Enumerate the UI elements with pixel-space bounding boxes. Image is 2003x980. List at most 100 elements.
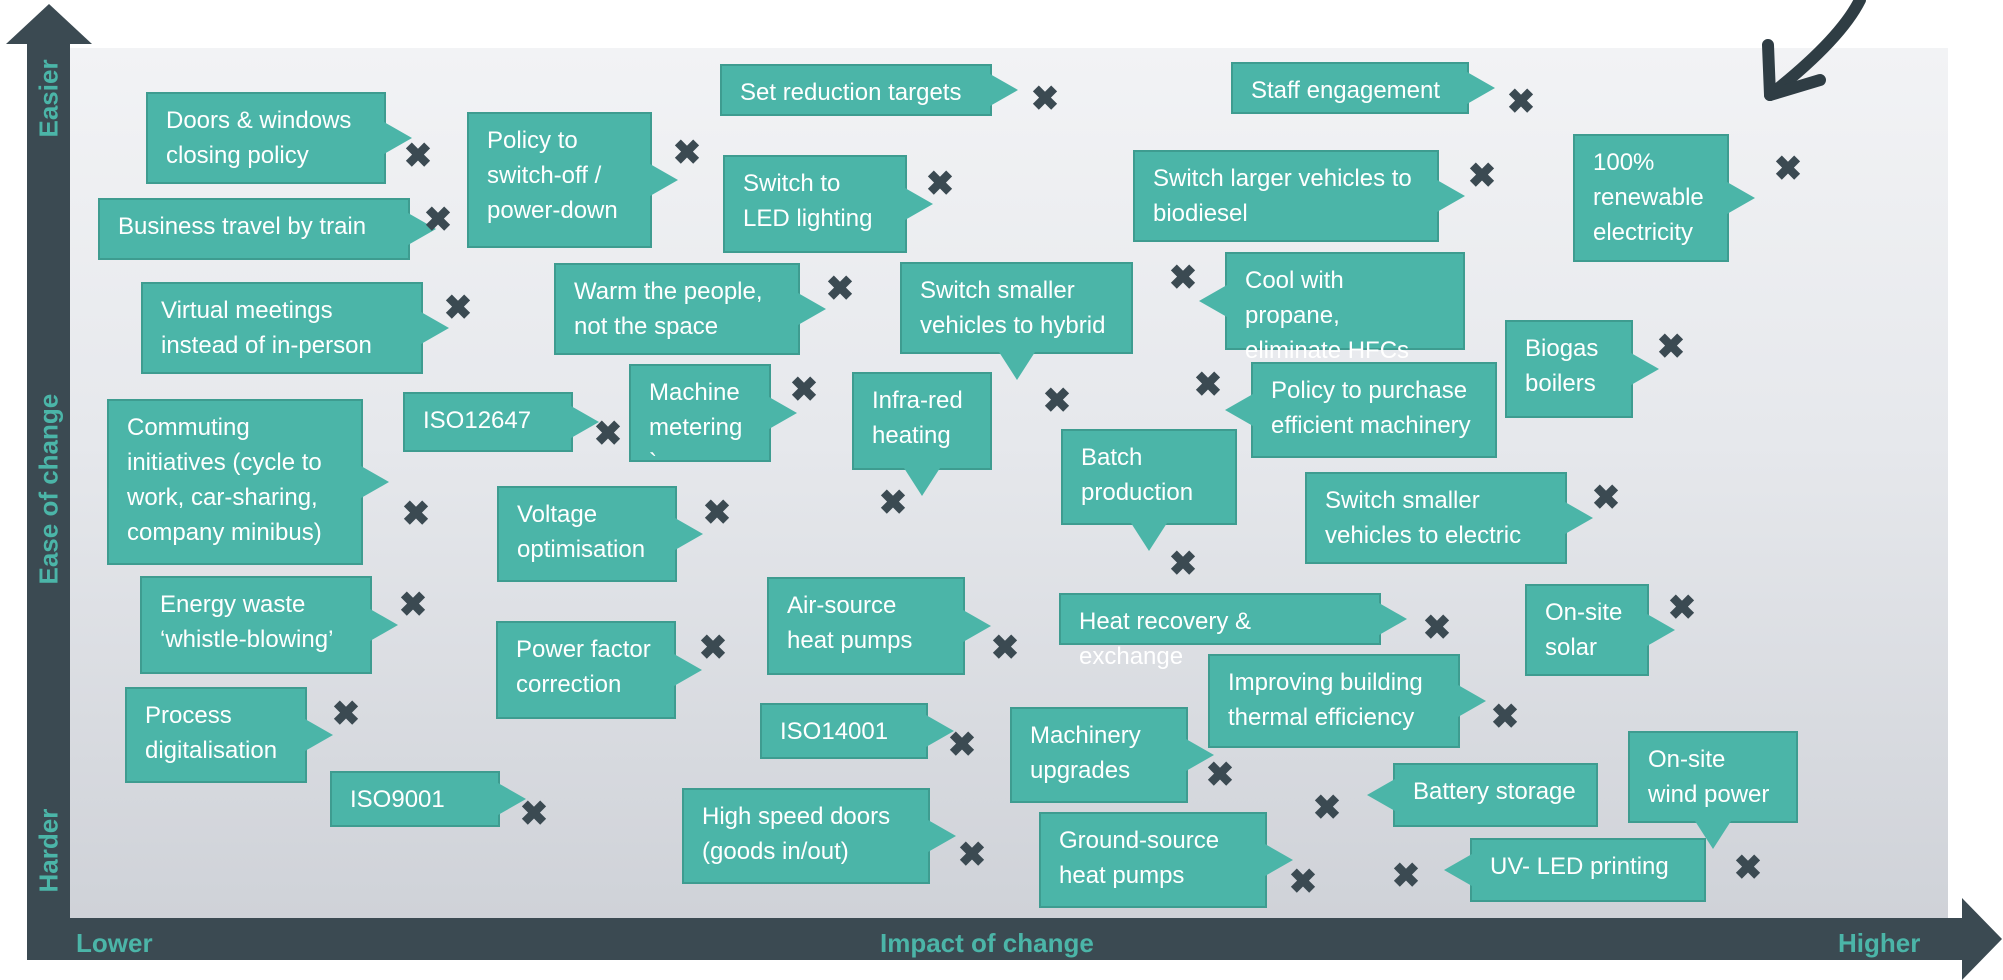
callout-infra-red: Infra-red heating (852, 372, 992, 496)
callout-machine-metering: Machine metering ` (629, 364, 797, 476)
callout-pointer (798, 293, 826, 325)
y-axis-top-label: Easier (33, 59, 64, 138)
callout-doors-windows: Doors & windows closing policy (146, 92, 412, 184)
x-mark-icon: ✖ (702, 494, 732, 532)
callout-batch-production: Batch production (1061, 429, 1237, 551)
callout-policy-machinery: Policy to purchase efficient machinery (1225, 362, 1497, 458)
callout-voltage: Voltage optimisation (497, 486, 703, 582)
x-mark-icon: ✖ (1490, 698, 1520, 736)
x-mark-icon: ✖ (423, 201, 453, 239)
x-mark-icon: ✖ (331, 695, 361, 733)
callout-onsite-wind: On-site wind power (1628, 731, 1798, 849)
callout-pointer (1647, 614, 1675, 646)
callout-biogas-boilers: Biogas boilers (1505, 320, 1659, 418)
callout-pointer (1458, 685, 1486, 717)
callout-business-travel: Business travel by train (98, 198, 436, 260)
callout-set-reduction: Set reduction targets (720, 64, 1018, 116)
callout-power-factor: Power factor correction (496, 621, 702, 719)
callout-pointer (990, 74, 1018, 106)
curved-arrow-icon (1762, 0, 1866, 101)
callout-battery-storage: Battery storage (1367, 763, 1598, 827)
x-mark-icon: ✖ (1312, 789, 1342, 827)
callout-led-lighting: Switch to LED lighting (723, 155, 933, 253)
callout-heat-recovery: Heat recovery & exchange (1059, 593, 1407, 670)
x-mark-icon: ✖ (593, 415, 623, 453)
x-mark-icon: ✖ (443, 289, 473, 327)
callout-pointer (1437, 180, 1465, 212)
callout-thermal-efficiency: Improving building thermal efficiency (1208, 654, 1486, 748)
x-mark-icon: ✖ (1391, 857, 1421, 895)
callout-pointer (1367, 779, 1395, 811)
callout-pointer (1225, 394, 1253, 426)
x-axis-right-label: Higher (1838, 928, 1921, 958)
x-mark-icon: ✖ (1042, 382, 1072, 420)
x-mark-icon: ✖ (401, 495, 431, 533)
callout-pointer (905, 188, 933, 220)
callout-policy-switch-off: Policy to switch-off / power-down (467, 112, 678, 248)
callout-staff-engagement: Staff engagement (1231, 62, 1495, 114)
x-mark-icon: ✖ (947, 726, 977, 764)
callout-pointer (1444, 854, 1472, 886)
callout-pointer (1565, 502, 1593, 534)
x-mark-icon: ✖ (1205, 756, 1235, 794)
callout-pointer (769, 397, 797, 429)
callout-pointer (926, 715, 954, 747)
callout-renewable-electricity: 100% renewable electricity (1573, 134, 1755, 262)
callout-high-speed-doors: High speed doors (goods in/out) (682, 788, 956, 884)
callout-pointer (963, 610, 991, 642)
x-mark-icon: ✖ (698, 629, 728, 667)
x-mark-icon: ✖ (398, 586, 428, 624)
callout-air-source: Air-source heat pumps (767, 577, 991, 675)
callout-energy-waste: Energy waste ‘whistle-blowing’ (140, 576, 398, 674)
callout-iso12647: ISO12647 (403, 392, 599, 452)
callout-virtual-meetings: Virtual meetings instead of in-person (141, 282, 449, 374)
callout-pointer (1631, 353, 1659, 385)
callout-pointer (370, 609, 398, 641)
callout-pointer (1265, 844, 1293, 876)
x-axis-title: Impact of change (880, 928, 1094, 958)
callout-uv-led: UV- LED printing (1444, 838, 1706, 902)
y-axis-arrow-icon (6, 4, 92, 44)
x-mark-icon: ✖ (672, 134, 702, 172)
callout-pointer (361, 466, 389, 498)
callout-pointer (1467, 72, 1495, 104)
callout-pointer (1199, 285, 1227, 317)
x-mark-icon: ✖ (1733, 849, 1763, 887)
callout-pointer (1131, 523, 1167, 551)
callout-process-digitalisation: Process digitalisation (125, 687, 333, 783)
callout-larger-biodiesel: Switch larger vehicles to biodiesel (1133, 150, 1465, 242)
y-axis-bottom-label: Harder (33, 808, 64, 893)
x-mark-icon: ✖ (1667, 589, 1697, 627)
x-mark-icon: ✖ (519, 795, 549, 833)
x-mark-icon: ✖ (1773, 150, 1803, 188)
x-mark-icon: ✖ (1656, 328, 1686, 366)
x-mark-icon: ✖ (925, 165, 955, 203)
callout-pointer (675, 518, 703, 550)
x-mark-icon: ✖ (1030, 80, 1060, 118)
x-mark-icon: ✖ (1288, 863, 1318, 901)
callout-ground-source: Ground-source heat pumps (1039, 812, 1293, 908)
x-mark-icon: ✖ (403, 137, 433, 175)
x-mark-icon: ✖ (825, 270, 855, 308)
callout-pointer (1186, 739, 1214, 771)
x-mark-icon: ✖ (878, 484, 908, 522)
callout-onsite-solar: On-site solar (1525, 584, 1675, 676)
callout-commuting: Commuting initiatives (cycle to work, ca… (107, 399, 389, 565)
callout-pointer (928, 820, 956, 852)
callout-pointer (408, 213, 436, 245)
callout-pointer (674, 654, 702, 686)
x-mark-icon: ✖ (1422, 609, 1452, 647)
callout-pointer (384, 122, 412, 154)
x-mark-icon: ✖ (957, 836, 987, 874)
x-mark-icon: ✖ (1467, 157, 1497, 195)
callout-pointer (1379, 603, 1407, 635)
callout-smaller-electric: Switch smaller vehicles to electric (1305, 472, 1593, 564)
callout-pointer (1727, 182, 1755, 214)
x-mark-icon: ✖ (990, 629, 1020, 667)
x-mark-icon: ✖ (1506, 83, 1536, 121)
x-mark-icon: ✖ (1168, 259, 1198, 297)
callout-cool-propane: Cool with propane, eliminate HFCs (1199, 252, 1465, 364)
y-axis-title: Ease of change (33, 393, 64, 585)
callout-machinery-upgrades: Machinery upgrades (1010, 707, 1214, 803)
